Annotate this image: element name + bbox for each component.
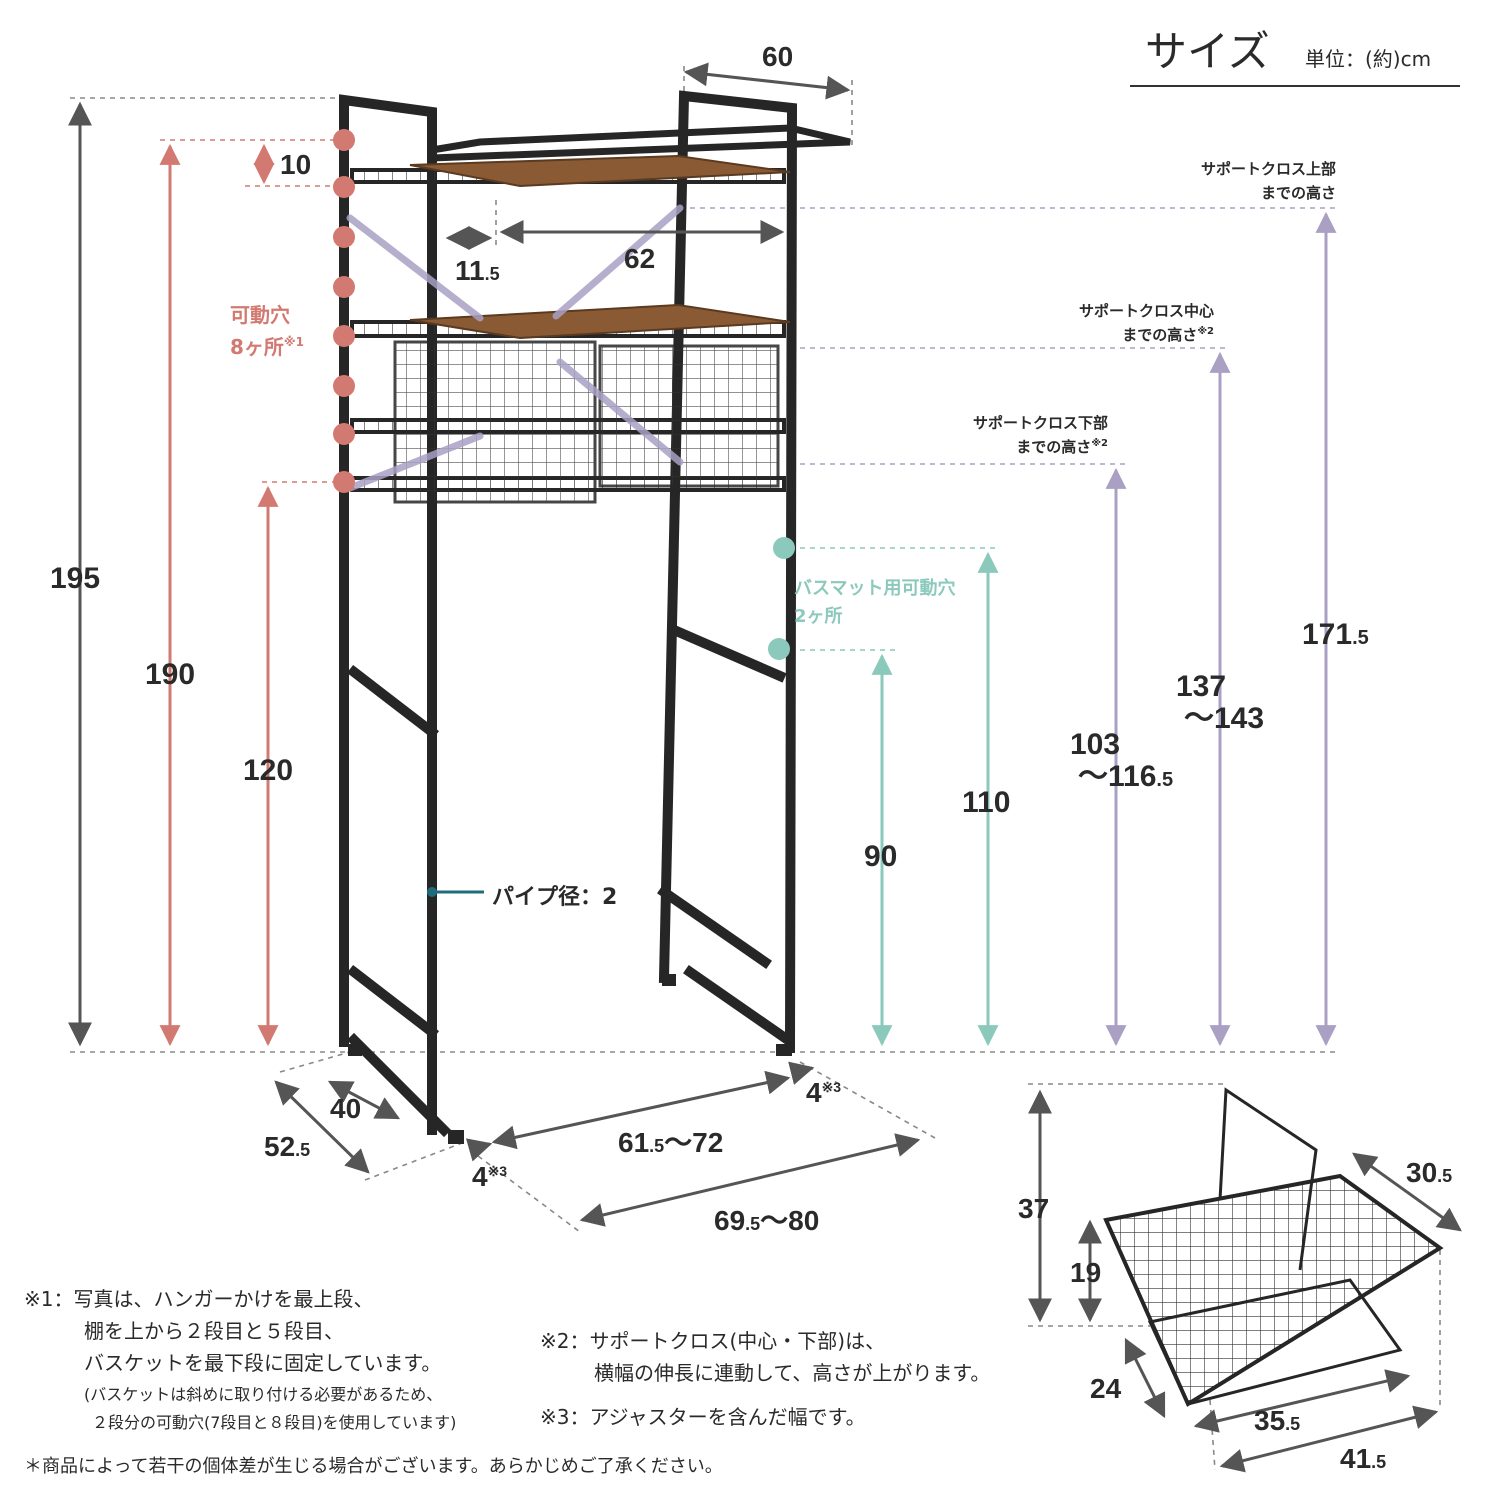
label-cross-low-range: ～116.5 [1078,760,1173,793]
basket-depth-top: 30.5 [1406,1157,1452,1188]
movable-holes-count: 8ヶ所※1 [230,335,304,359]
note1-line5: ２段分の可動穴(7段目と８段目)を使用しています) [92,1413,456,1432]
label-cross-top: 171.5 [1302,618,1369,651]
label-outer-width: 69.5～80 [714,1205,819,1236]
label-height-195: 195 [50,562,100,595]
note1-line3: バスケットを最下段に固定しています。 [84,1351,441,1375]
basket-body [1103,1173,1444,1407]
dimension-arrows [68,62,1337,1227]
cross-top-label-1: サポートクロス上部 [1201,160,1336,178]
label-adjuster-left: 4※3 [472,1161,507,1192]
basket-height: 37 [1018,1193,1049,1224]
wood-shelf-lower [409,303,791,340]
basket-detail: 37 19 30.5 24 35.5 41.5 [1018,1083,1462,1474]
basket-width-bottom: 35.5 [1254,1405,1300,1436]
pipe-label: パイプ径：2 [492,884,617,910]
label-inner-width: 61.5～72 [618,1127,723,1158]
bathmat-hole-markers [768,537,795,660]
note1-line1: ※1：写真は、ハンガーかけを最上段、 [24,1287,373,1311]
label-gap-10: 10 [280,149,311,180]
label-height-120: 120 [243,754,293,787]
label-cross-low: 103 [1070,728,1120,761]
movable-hole-markers [333,129,355,493]
note1-line4: (バスケットは斜めに取り付ける必要があるため、 [84,1385,442,1404]
bathmat-holes-count: 2ヶ所 [794,606,843,627]
cross-top-label-2: までの高さ [1261,184,1336,202]
footer-note: ＊商品によって若干の個体差が生じる場合がございます。あらかじめご了承ください。 [24,1455,723,1477]
basket-inner-height: 19 [1070,1257,1101,1288]
label-height-190: 190 [145,658,195,691]
wood-shelf-upper [409,154,791,188]
label-hanger-offset: 11.5 [455,255,500,286]
wire-basket-left [393,340,597,504]
header: サイズ 単位：(約)cm [1130,27,1460,87]
label-cross-mid-range: ～143 [1184,702,1264,735]
cross-mid-label-2: までの高さ※2 [1122,325,1214,344]
bathmat-holes-label: バスマット用可動穴 [794,577,955,599]
cross-low-label-1: サポートクロス下部 [973,414,1108,432]
label-bath-110: 110 [962,786,1010,819]
label-depth-40: 40 [330,1093,361,1124]
note3: ※3：アジャスターを含んだ幅です。 [540,1405,866,1429]
title: サイズ [1145,27,1270,76]
label-depth-52: 52.5 [264,1131,310,1162]
label-cross-mid: 137 [1176,670,1226,703]
unit-label: 単位：(約)cm [1305,47,1431,71]
rack-illustration [333,90,851,1144]
movable-holes-label: 可動穴 [230,303,290,327]
notes: ※1：写真は、ハンガーかけを最上段、 棚を上から２段目と５段目、 バスケットを最… [24,1287,990,1477]
label-shelf-width: 62 [624,243,655,274]
label-top-width: 60 [762,41,793,72]
cross-mid-label-1: サポートクロス中心 [1079,302,1214,320]
basket-width-top: 41.5 [1340,1443,1386,1474]
dimension-labels: 60 195 190 120 10 11.5 62 110 90 103 ～11… [50,41,1369,1236]
note2-line1: ※2：サポートクロス(中心・下部)は、 [540,1329,885,1353]
cross-low-label-2: までの高さ※2 [1016,437,1108,456]
label-adjuster-right: 4※3 [806,1077,841,1108]
reference-lines [70,66,1340,1233]
note2-line2: 横幅の伸長に連動して、高さが上がります。 [594,1361,990,1385]
note1-line2: 棚を上から２段目と５段目、 [84,1319,344,1343]
annotations: 可動穴 8ヶ所※1 バスマット用可動穴 2ヶ所 パイプ径：2 サポートクロス上部… [230,160,1336,910]
label-bath-90: 90 [864,840,897,873]
basket-depth-bottom: 24 [1090,1373,1122,1404]
